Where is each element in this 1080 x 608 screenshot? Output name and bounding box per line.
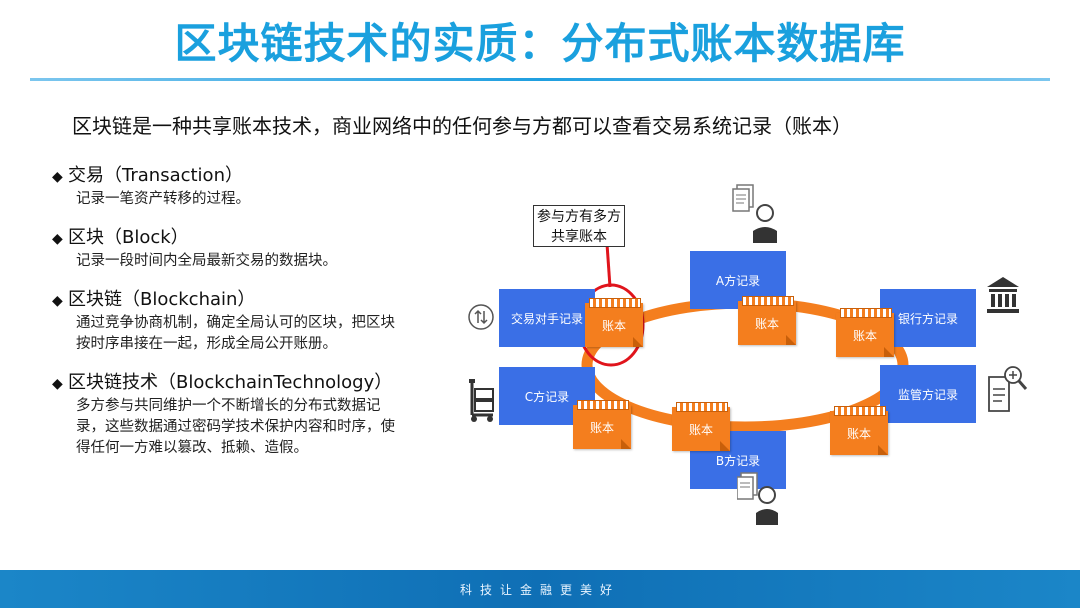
ledger-b: 账本	[672, 399, 730, 451]
subtitle: 区块链是一种共享账本技术，商业网络中的任何参与方都可以查看交易系统记录（账本）	[72, 114, 852, 138]
bullet-list: ◆ 交易（Transaction） 记录一笔资产转移的过程。 ◆ 区块（Block）…	[52, 164, 452, 475]
bullet-heading: 交易（Transaction）	[68, 165, 243, 186]
bullet-description: 记录一笔资产转移的过程。	[76, 191, 250, 207]
bullet-block: ◆ 区块（Block） 记录一段时间内全局最新交易的数据块。	[52, 226, 452, 272]
page-title: 区块链技术的实质：分布式账本数据库	[174, 19, 906, 68]
bullet-description: 通过竞争协商机制，确定全局认可的区块，把区块按时序串接在一起，形成全局公开账册。	[76, 315, 395, 352]
party-bank-record: 银行方记录	[880, 289, 976, 347]
diamond-bullet-icon: ◆	[52, 293, 63, 309]
ledger-c: 账本	[573, 397, 631, 449]
exchange-icon	[468, 304, 494, 330]
ledger-label: 账本	[836, 313, 894, 357]
bullet-blockchain-technology: ◆ 区块链技术（BlockchainTechnology） 多方参与共同维护一个不…	[52, 371, 452, 459]
bullet-heading: 区块链技术（BlockchainTechnology）	[68, 372, 393, 393]
bullet-heading: 区块（Block）	[68, 227, 189, 248]
ledger-bank: 账本	[836, 305, 894, 357]
diamond-bullet-icon: ◆	[52, 376, 63, 392]
diamond-bullet-icon: ◆	[52, 169, 63, 185]
ledger-binding	[742, 296, 794, 306]
diamond-bullet-icon: ◆	[52, 231, 63, 247]
person-document-icon	[732, 184, 777, 243]
ledger-counterparty: 账本	[585, 295, 643, 347]
bullet-blockchain: ◆ 区块链（Blockchain） 通过竞争协商机制，确定全局认可的区块，把区块按…	[52, 288, 452, 355]
bullet-description: 多方参与共同维护一个不断增长的分布式数据记录，这些数据通过密码学技术保护内容和时…	[76, 398, 395, 456]
document-search-icon	[988, 366, 1028, 412]
shared-ledger-callout: 参与方有多方共享账本	[533, 205, 625, 247]
cart-icon	[469, 379, 494, 422]
bullet-transaction: ◆ 交易（Transaction） 记录一笔资产转移的过程。	[52, 164, 452, 210]
title-divider	[30, 78, 1050, 81]
ledger-binding	[577, 400, 629, 410]
ledger-binding	[834, 406, 886, 416]
bullet-heading: 区块链（Blockchain）	[68, 289, 256, 310]
party-regulator-record: 监管方记录	[880, 365, 976, 423]
bank-icon	[987, 277, 1019, 313]
footer-bar: 科技让金融更美好	[0, 570, 1080, 608]
ledger-binding	[589, 298, 641, 308]
shared-ledger-diagram: 参与方有多方共享账本 A方记录 交易对手记录 银行方记录 C方记录 监管方记录 …	[455, 175, 1050, 535]
ledger-a: 账本	[738, 293, 796, 345]
ledger-binding	[840, 308, 892, 318]
footer-slogan: 科技让金融更美好	[459, 583, 620, 597]
ledger-regulator: 账本	[830, 403, 888, 455]
bullet-description: 记录一段时间内全局最新交易的数据块。	[76, 253, 337, 269]
party-counterparty-record: 交易对手记录	[499, 289, 595, 347]
ledger-binding	[676, 402, 728, 412]
person-document-icon	[737, 472, 778, 525]
